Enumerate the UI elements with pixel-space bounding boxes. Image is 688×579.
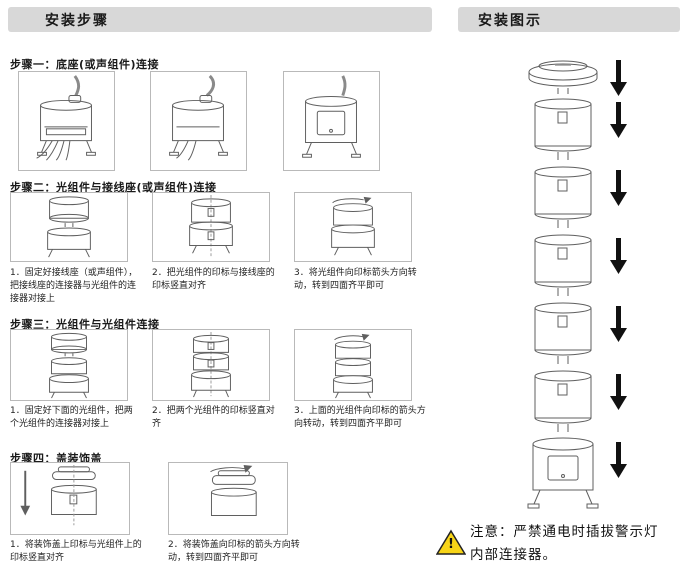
- step2-caption-2: 2．把光组件的印标与接线座的印标竖直对齐: [152, 268, 275, 291]
- step2-heading: 步骤二：光组件与接线座(或声组件)连接: [10, 181, 217, 194]
- step4-figure-2: [168, 462, 288, 535]
- base-unit-wiring-illustration: [36, 75, 96, 161]
- step4-figure-1: [10, 462, 130, 535]
- step2-figure-2: [152, 192, 270, 262]
- exploded-assembly-diagram: [468, 52, 673, 522]
- rotate-top-module-illustration: [333, 333, 373, 399]
- step3-heading: 步骤三：光组件与光组件连接: [10, 318, 160, 331]
- step3-caption-3: 3．上面的光组件向印标的箭头方向转动，转到四面齐平即可: [294, 406, 426, 429]
- exploded-stack-illustration: [527, 60, 627, 509]
- steps-title: 安装步骤: [45, 12, 109, 29]
- diagram-title: 安装图示: [478, 12, 542, 29]
- step1-figure-1: [18, 71, 115, 171]
- step2-figure-1: [10, 192, 128, 262]
- step2-figure-3: [294, 192, 412, 262]
- step3-figure-3: [294, 329, 412, 401]
- step3-caption-1: 1．固定好下面的光组件，把两个光组件的连接器对接上: [10, 406, 133, 429]
- diagram-header-banner: 安装图示: [458, 7, 680, 32]
- step4-caption-1: 1．将装饰盖上印标与光组件上的印标竖直对齐: [10, 540, 142, 563]
- module-over-base-illustration: [47, 196, 91, 258]
- modules-aligned-illustration: [191, 331, 231, 398]
- step4-caption-2: 2．将装饰盖向印标的箭头方向转动，转到四面齐平即可: [168, 540, 300, 563]
- step3-figure-2: [152, 329, 270, 401]
- base-unit-cable-illustration: [169, 74, 228, 161]
- base-unit-door-illustration: [302, 75, 361, 158]
- rotate-module-illustration: [331, 196, 375, 256]
- module-over-module-illustration: [49, 332, 89, 399]
- step1-heading: 步骤一：底座(或声组件)连接: [10, 58, 160, 71]
- steps-header-banner: 安装步骤: [8, 7, 432, 32]
- safety-notice-text: 注意：严禁通电时插拔警示灯内部连接器。: [470, 524, 659, 563]
- warning-exclamation-glyph: !: [448, 537, 454, 552]
- warning-triangle-icon: !: [436, 529, 466, 556]
- step4-heading: 步骤四：盖装饰盖: [10, 452, 102, 465]
- rotate-cap-illustration: [210, 464, 257, 517]
- step3-caption-2: 2．把两个光组件的印标竖直对齐: [152, 406, 275, 429]
- cap-over-module-illustration: [20, 464, 97, 526]
- step3-figure-1: [10, 329, 128, 401]
- step1-figure-2: [150, 71, 247, 171]
- step1-figure-3: [283, 71, 380, 171]
- marks-aligned-illustration: [189, 194, 233, 258]
- step2-caption-1: 1．固定好接线座（或声组件），把接线座的连接器与光组件的连接器对接上: [10, 268, 138, 304]
- step2-caption-3: 3．将光组件向印标箭头方向转动，转到四面齐平即可: [294, 268, 417, 291]
